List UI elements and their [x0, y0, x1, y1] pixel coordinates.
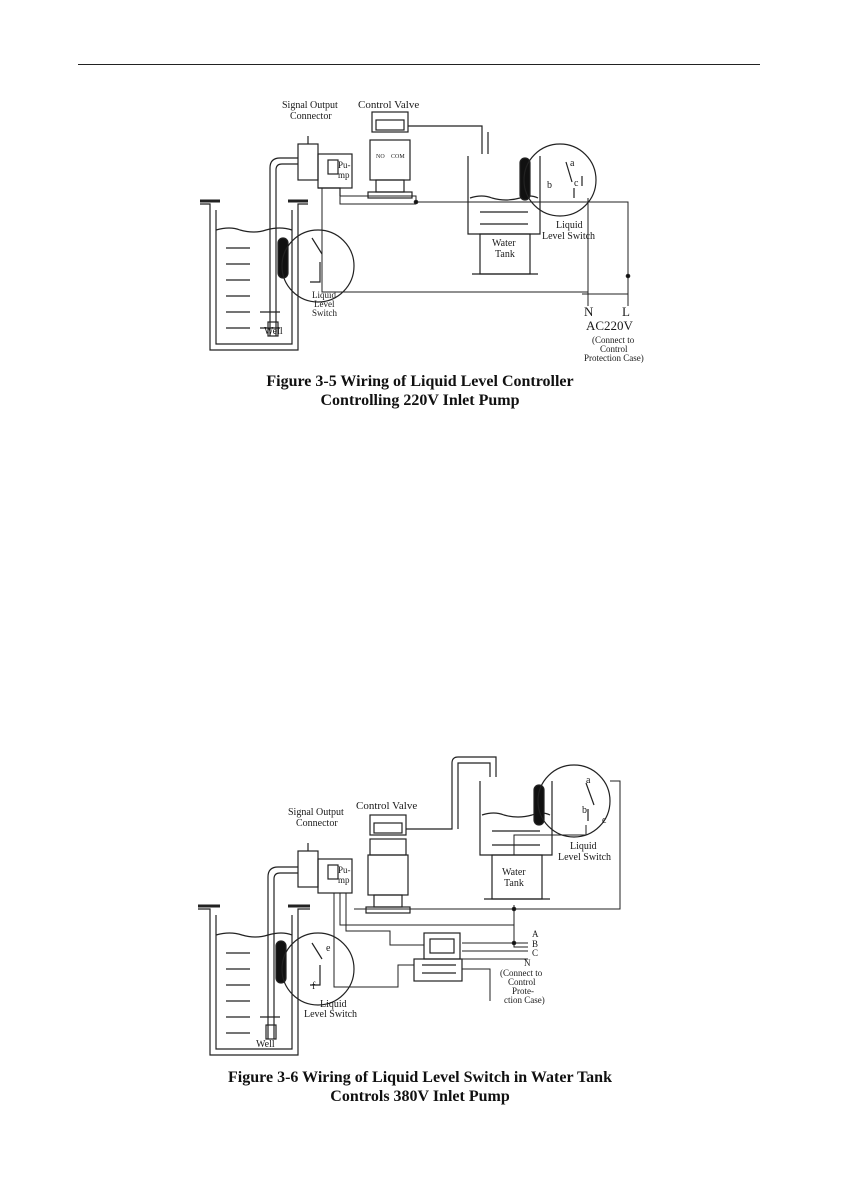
- note-label-3: Protection Case): [584, 353, 644, 363]
- well-switch-label-3: Switch: [312, 308, 338, 318]
- figure-3-5-caption: Figure 3-5 Wiring of Liquid Level Contro…: [190, 372, 650, 410]
- switch-a-label: a: [570, 158, 575, 169]
- pump-label-1: Pu-: [338, 160, 351, 170]
- well-float-switch: [275, 932, 355, 1006]
- figure-3-5-svg: Signal Output Connector Control Valve Pu…: [200, 99, 644, 363]
- wiring: [333, 780, 621, 1001]
- switch-b-label: b: [582, 805, 587, 816]
- tank-switch-label-2: Level Switch: [558, 852, 611, 863]
- well-float-switch: [277, 229, 355, 303]
- note-label-2: Control: [508, 977, 536, 987]
- tank-switch-label-1: Liquid: [556, 220, 583, 231]
- tank-switch-label-2: Level Switch: [542, 231, 595, 242]
- well: [198, 904, 310, 1056]
- water-tank: [479, 764, 611, 900]
- switch-e-label: e: [326, 943, 331, 954]
- neutral-label: N: [524, 958, 531, 968]
- figure-3-5-caption-line-2: Controlling 220V Inlet Pump: [320, 392, 520, 409]
- figure-3-6-caption-line-2: Controls 380V Inlet Pump: [330, 1088, 510, 1105]
- pump-label-2: mp: [338, 170, 350, 180]
- control-valve: [365, 756, 497, 914]
- switch-c-label: c: [574, 178, 579, 189]
- figure-3-6-svg: Signal Output Connector Control Valve Pu…: [198, 756, 621, 1056]
- note-label-4: ction Case): [504, 995, 545, 1005]
- suction-pipe: [267, 157, 298, 337]
- water-tank-label-2: Tank: [504, 878, 524, 889]
- terminal-no-label: NO: [376, 154, 385, 160]
- figure-3-5-caption-line-1: Figure 3-5 Wiring of Liquid Level Contro…: [266, 373, 574, 390]
- signal-output-connector-label-2: Connector: [290, 111, 332, 122]
- water-tank-label-1: Water: [502, 867, 526, 878]
- note-label-1: (Connect to: [592, 335, 635, 345]
- note-label-3: Prote-: [512, 986, 534, 996]
- well-switch-label-1: Liquid: [320, 999, 347, 1010]
- phase-b-label: B: [532, 939, 538, 949]
- water-tank-label-2: Tank: [495, 249, 515, 260]
- control-valve-label: Control Valve: [356, 800, 417, 812]
- suction-pipe: [265, 866, 298, 1040]
- wiring: [321, 188, 631, 306]
- switch-c-label: c: [602, 815, 607, 826]
- switch-f-label: f: [312, 981, 316, 992]
- well-label: Well: [256, 1039, 275, 1050]
- signal-output-connector-label-1: Signal Output: [282, 100, 338, 111]
- well-switch-label-2: Level Switch: [304, 1009, 357, 1020]
- water-tank: [467, 143, 597, 275]
- well-label: Well: [264, 326, 283, 337]
- n-terminal-label: N: [584, 304, 594, 319]
- header-rule: [78, 64, 760, 65]
- figure-3-6-caption-line-1: Figure 3-6 Wiring of Liquid Level Switch…: [228, 1069, 612, 1086]
- phase-a-label: A: [532, 929, 539, 939]
- note-label-2: Control: [600, 344, 628, 354]
- figure-3-6-diagram: Signal Output Connector Control Valve Pu…: [190, 755, 650, 1060]
- pump: [297, 843, 353, 894]
- phase-c-label: C: [532, 948, 538, 958]
- supply-label: AC220V: [586, 318, 634, 333]
- switch-a-label: a: [586, 775, 591, 786]
- figure-3-6-caption: Figure 3-6 Wiring of Liquid Level Switch…: [190, 1068, 650, 1106]
- contactor: [413, 932, 463, 982]
- well-switch-label-2: Level: [314, 299, 335, 309]
- well-switch-label-1: Liquid: [312, 290, 336, 300]
- switch-b-label: b: [547, 180, 552, 191]
- signal-output-connector-label-1: Signal Output: [288, 807, 344, 818]
- control-valve: [367, 111, 489, 199]
- pump-label-2: mp: [338, 875, 350, 885]
- l-terminal-label: L: [622, 304, 630, 319]
- water-tank-label-1: Water: [492, 238, 516, 249]
- figure-3-5-diagram: Signal Output Connector Control Valve Pu…: [190, 96, 650, 366]
- terminal-com-label: COM: [391, 154, 405, 160]
- control-valve-label: Control Valve: [358, 99, 419, 111]
- note-label-1: (Connect to: [500, 968, 543, 978]
- tank-switch-label-1: Liquid: [570, 841, 597, 852]
- well: [200, 199, 308, 351]
- pump-label-1: Pu-: [338, 865, 351, 875]
- signal-output-connector-label-2: Connector: [296, 818, 338, 829]
- pump: [297, 136, 353, 196]
